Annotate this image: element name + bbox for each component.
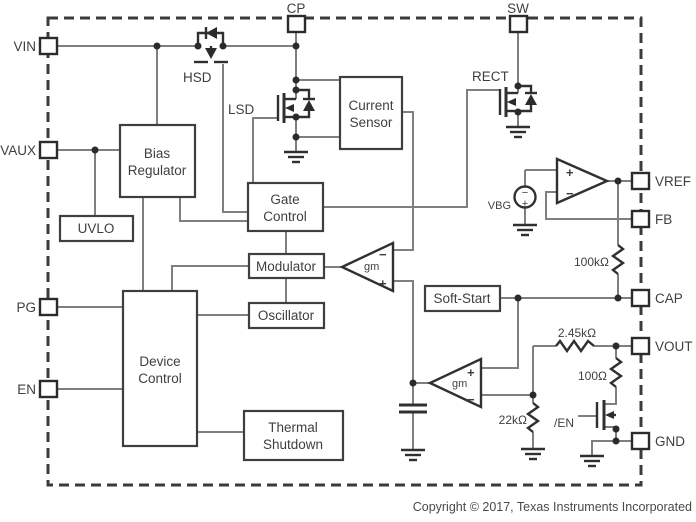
resistor-100k-icon xyxy=(610,244,626,275)
ground-icon xyxy=(513,223,537,237)
resistor-2450-label: 2.45kΩ xyxy=(558,326,596,340)
ground-icon xyxy=(521,447,545,461)
pins-group xyxy=(38,14,651,451)
block-thermal-shutdown: Thermal Shutdown xyxy=(242,409,345,462)
pin-en xyxy=(38,379,59,399)
copyright-notice: Copyright © 2017, Texas Instruments Inco… xyxy=(413,500,692,514)
current-label-1: Current xyxy=(348,98,393,113)
thermal-label-2: Shutdown xyxy=(263,437,323,452)
pin-vout xyxy=(630,336,651,356)
gm1-minus-sign: − xyxy=(379,247,387,262)
resistor-22k-label: 22kΩ xyxy=(499,413,527,427)
buffer-plus-sign: + xyxy=(566,165,574,180)
pin-fb xyxy=(630,209,651,229)
pin-label-sw: SW xyxy=(507,1,529,16)
pin-label-vaux: VAUX xyxy=(0,143,36,158)
block-current-sensor: Current Sensor xyxy=(338,75,404,151)
gm-amp-error-icon: gm + − xyxy=(427,357,483,409)
pin-label-cap: CAP xyxy=(655,291,683,306)
block-modulator: Modulator xyxy=(247,252,326,280)
pin-labels: VIN VAUX PG EN CP SW VREF FB CAP VOUT GN… xyxy=(0,1,692,449)
pin-label-vin: VIN xyxy=(13,39,36,54)
hsd-label: HSD xyxy=(183,70,212,85)
chip-boundary xyxy=(46,16,643,487)
ground-icon xyxy=(401,448,425,462)
pin-label-fb: FB xyxy=(655,212,672,227)
pin-label-en: EN xyxy=(17,382,36,397)
comp-capacitor-icon xyxy=(399,403,427,414)
ground-icon xyxy=(580,454,604,468)
pin-vref xyxy=(630,171,651,191)
block-soft-start: Soft-Start xyxy=(423,284,502,313)
pin-vin xyxy=(38,36,59,56)
block-bias-regulator: Bias Regulator xyxy=(118,123,197,199)
component-labels: HSD LSD RECT /EN VBG 100kΩ 2.45kΩ 100Ω 2… xyxy=(183,69,609,430)
uvlo-label: UVLO xyxy=(78,221,115,236)
block-oscillator: Oscillator xyxy=(247,301,326,330)
resistor-2450-icon xyxy=(555,338,595,354)
bias-label-2: Regulator xyxy=(128,163,187,178)
vref-buffer-amp-icon: + − xyxy=(555,157,610,205)
hsd-mosfet-icon xyxy=(194,27,228,64)
pin-cp xyxy=(286,14,307,34)
gm2-label: gm xyxy=(452,378,467,390)
gm-amp-current-icon: gm − + xyxy=(339,241,395,293)
rect-label: RECT xyxy=(472,69,509,84)
thermal-label-1: Thermal xyxy=(268,420,318,435)
pin-label-vref: VREF xyxy=(655,174,691,189)
gate-label-2: Control xyxy=(263,209,307,224)
pin-vaux xyxy=(38,140,59,160)
pin-sw xyxy=(508,14,529,34)
resistor-100-label: 100Ω xyxy=(578,369,607,383)
gm1-label: gm xyxy=(364,261,379,273)
gm1-plus-sign: + xyxy=(379,276,387,291)
pin-label-cp: CP xyxy=(287,1,306,16)
gm2-minus-sign: − xyxy=(467,392,475,407)
resistors-group xyxy=(525,244,626,433)
ground-icon xyxy=(284,150,308,164)
resistor-100-icon xyxy=(608,357,624,388)
device-label-1: Device xyxy=(139,354,180,369)
junction-dots xyxy=(91,42,622,445)
block-device-control: Device Control xyxy=(121,289,199,448)
device-label-2: Control xyxy=(138,371,182,386)
ground-symbols xyxy=(284,125,604,468)
pin-gnd xyxy=(630,431,651,451)
vbg-source-icon: − + xyxy=(513,185,537,210)
vbg-label: VBG xyxy=(488,200,511,212)
gm2-plus-sign: + xyxy=(467,365,475,380)
vbg-plus-sign: + xyxy=(522,198,528,210)
modulator-label: Modulator xyxy=(256,259,317,274)
bias-label-1: Bias xyxy=(144,146,171,161)
resistor-22k-icon xyxy=(525,402,541,433)
pin-label-gnd: GND xyxy=(655,434,685,449)
lsd-label: LSD xyxy=(228,102,255,117)
function-blocks: Bias Regulator UVLO Gate Control Modulat… xyxy=(58,75,502,462)
current-label-2: Sensor xyxy=(350,115,393,130)
vbg-minus-sign: − xyxy=(522,187,528,199)
resistor-100k-label: 100kΩ xyxy=(574,255,609,269)
oscillator-label: Oscillator xyxy=(258,308,315,323)
ground-icon xyxy=(506,125,530,139)
pin-pg xyxy=(38,297,59,317)
gate-label-1: Gate xyxy=(270,192,299,207)
block-gate-control: Gate Control xyxy=(246,181,325,233)
en-fet-label: /EN xyxy=(554,416,574,430)
pin-cap xyxy=(630,288,651,308)
rect-mosfet-icon xyxy=(498,84,537,117)
buffer-minus-sign: − xyxy=(566,186,574,201)
pin-label-pg: PG xyxy=(16,300,36,315)
en-mosfet-icon xyxy=(595,400,616,430)
block-uvlo: UVLO xyxy=(58,214,135,243)
soft-start-label: Soft-Start xyxy=(433,291,490,306)
pin-label-vout: VOUT xyxy=(655,339,693,354)
